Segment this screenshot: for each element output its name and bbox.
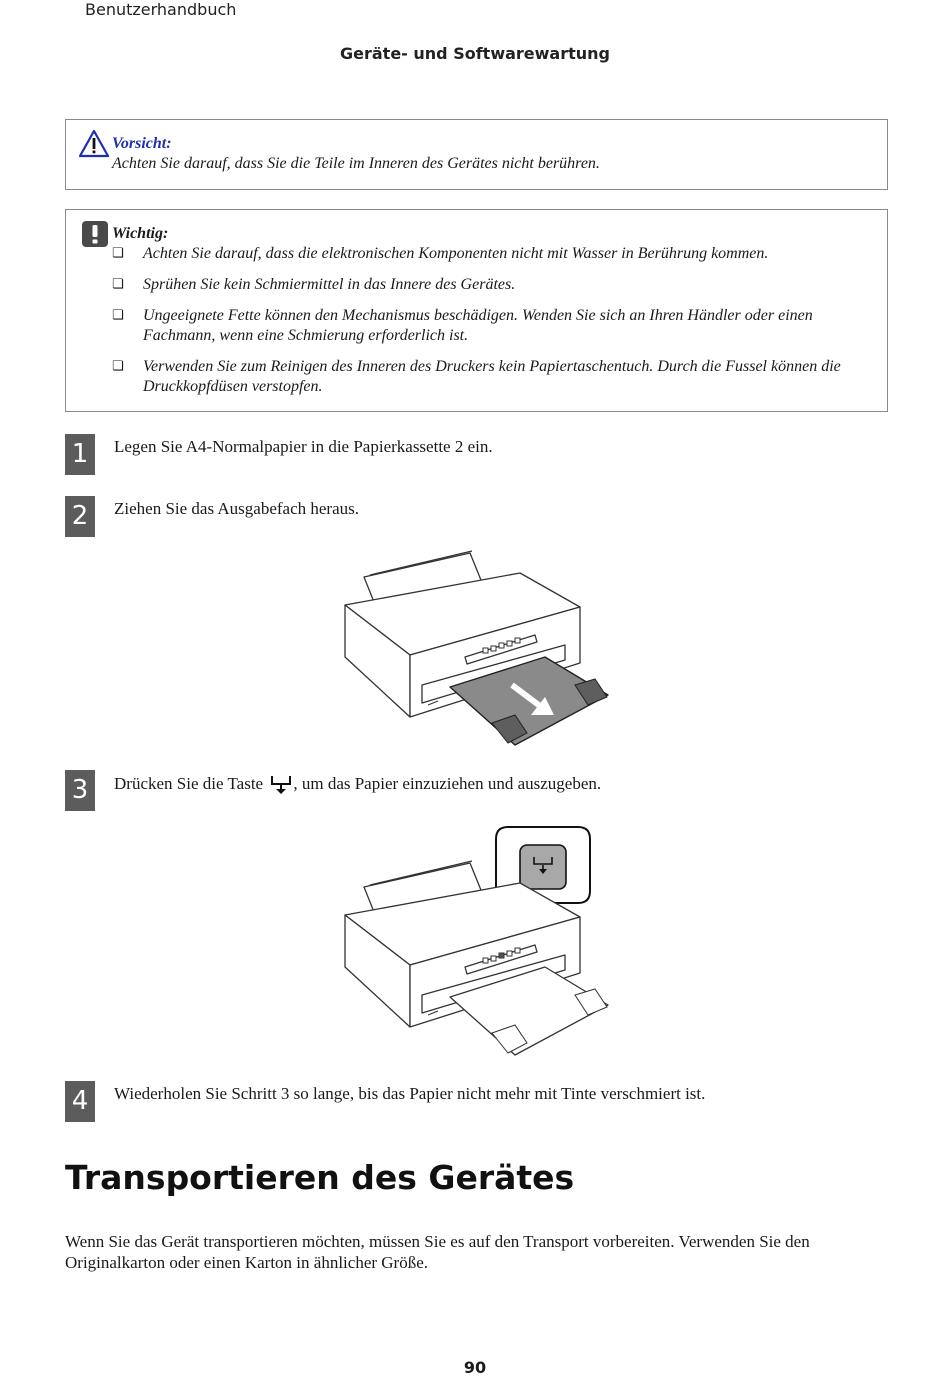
step-number-badge: 3 [65,770,95,811]
paper-feed-icon [271,776,292,794]
important-title: Wichtig: [112,225,169,242]
step-text: Ziehen Sie das Ausgabefach heraus. [114,499,359,518]
step-text: Drücken Sie die Taste , um das Papier ei… [114,773,601,795]
chapter-title: Geräte- und Softwarewartung [340,44,610,63]
caution-box [65,119,888,190]
important-item: Ungeeignete Fette können den Mechanismus… [143,307,813,344]
printer-output-tray-illustration [344,550,609,746]
printer-button-callout-illustration [344,826,609,1056]
step-text-after: , um das Papier einzuziehen und auszugeb… [293,774,602,793]
important-box [65,209,888,412]
important-item: Achten Sie darauf, dass die elektronisch… [143,245,769,262]
bullet-checkbox: ❏ [112,246,124,261]
step-text-before: Drücken Sie die Taste [114,774,264,793]
bullet-checkbox: ❏ [112,359,124,374]
step-text: Legen Sie A4-Normalpapier in die Papierk… [114,437,493,456]
caution-text: Achten Sie darauf, dass Sie die Teile im… [112,155,600,172]
exclamation-icon [82,221,108,247]
page-number: 90 [463,1358,487,1377]
document-title: Benutzerhandbuch [85,0,237,19]
section-heading: Transportieren des Gerätes [65,1158,575,1197]
step-number-badge: 2 [65,496,95,537]
section-body: Wenn Sie das Gerät transportieren möchte… [65,1232,810,1272]
step-number-badge: 4 [65,1081,95,1122]
caution-title: Vorsicht: [112,135,172,152]
warning-triangle-icon [78,129,110,158]
step-text: Wiederholen Sie Schritt 3 so lange, bis … [114,1084,706,1103]
important-item: Verwenden Sie zum Reinigen des Inneren d… [143,358,841,395]
bullet-checkbox: ❏ [112,277,124,292]
bullet-checkbox: ❏ [112,308,124,323]
step-number-badge: 1 [65,434,95,475]
important-item: Sprühen Sie kein Schmiermittel in das In… [143,276,516,293]
